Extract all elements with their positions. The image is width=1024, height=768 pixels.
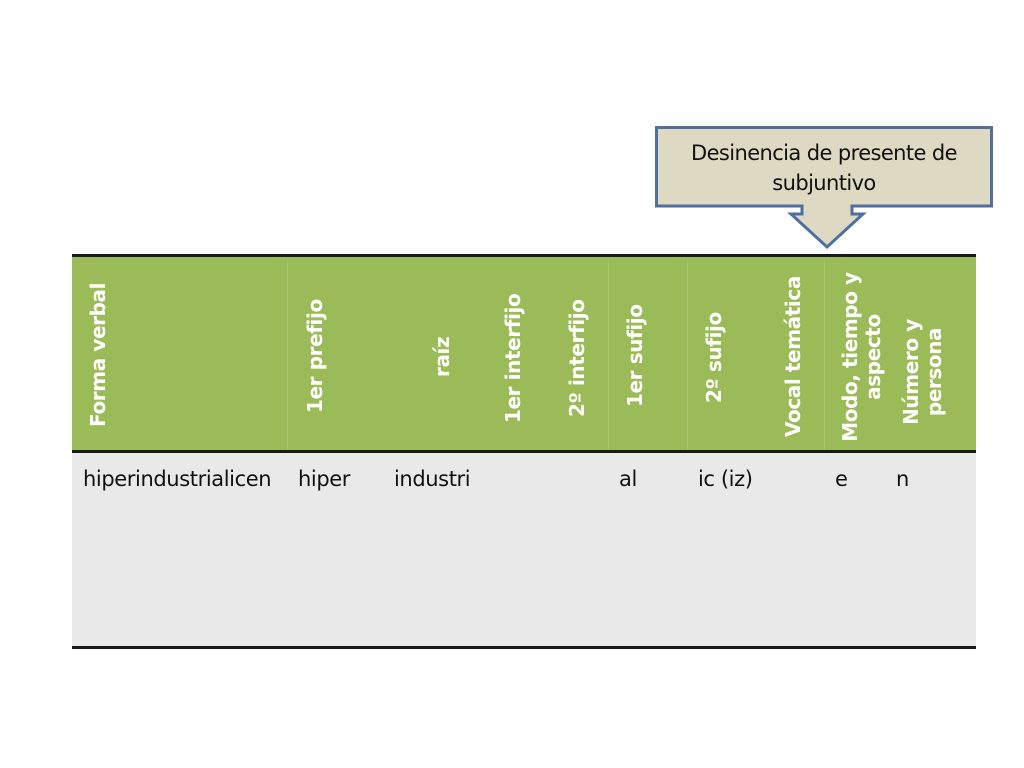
header-numero-line-2: persona [922, 327, 946, 417]
table-row [72, 450, 976, 649]
cell-numero: n [896, 467, 909, 491]
header-vocal-tematica: Vocal temática [781, 276, 805, 437]
header-numero-persona: Número y persona [899, 297, 946, 447]
header-1er-sufijo: 1er sufijo [623, 304, 647, 407]
header-forma-verbal: Forma verbal [86, 282, 110, 427]
header-1er-prefijo: 1er prefijo [303, 299, 327, 413]
header-modo-tiempo-aspecto: Modo, tiempo y aspecto [838, 271, 885, 443]
callout-box: Desinencia de presente de subjuntivo [655, 126, 993, 250]
header-2o-sufijo: 2º sufijo [702, 312, 726, 403]
callout-shape [655, 126, 993, 250]
cell-modo: e [835, 467, 848, 491]
callout-line-2: subjuntivo [772, 171, 876, 195]
cell-raiz: industri [394, 467, 471, 491]
header-modo-line-1: Modo, tiempo y [838, 272, 862, 442]
cell-2o-sufijo: ic (iz) [698, 467, 753, 491]
table-header-row: Forma verbal 1er prefijo raíz 1er interf… [72, 254, 976, 450]
morphology-table: Forma verbal 1er prefijo raíz 1er interf… [72, 254, 976, 649]
header-2o-interfijo: 2º interfijo [565, 299, 589, 417]
column-separator [608, 260, 609, 450]
cell-forma-verbal: hiperindustrialicen [83, 467, 272, 491]
callout-text: Desinencia de presente de subjuntivo [659, 138, 989, 198]
header-modo-line-2: aspecto [861, 314, 885, 400]
cell-1er-sufijo: al [619, 467, 637, 491]
column-separator [687, 260, 688, 450]
header-numero-line-1: Número y [899, 319, 923, 425]
callout-line-1: Desinencia de presente de [691, 141, 958, 165]
column-separator [824, 260, 825, 450]
cell-1er-prefijo: hiper [298, 467, 351, 491]
header-raiz: raíz [430, 336, 454, 377]
header-1er-interfijo: 1er interfijo [501, 293, 525, 423]
column-separator [287, 260, 288, 450]
